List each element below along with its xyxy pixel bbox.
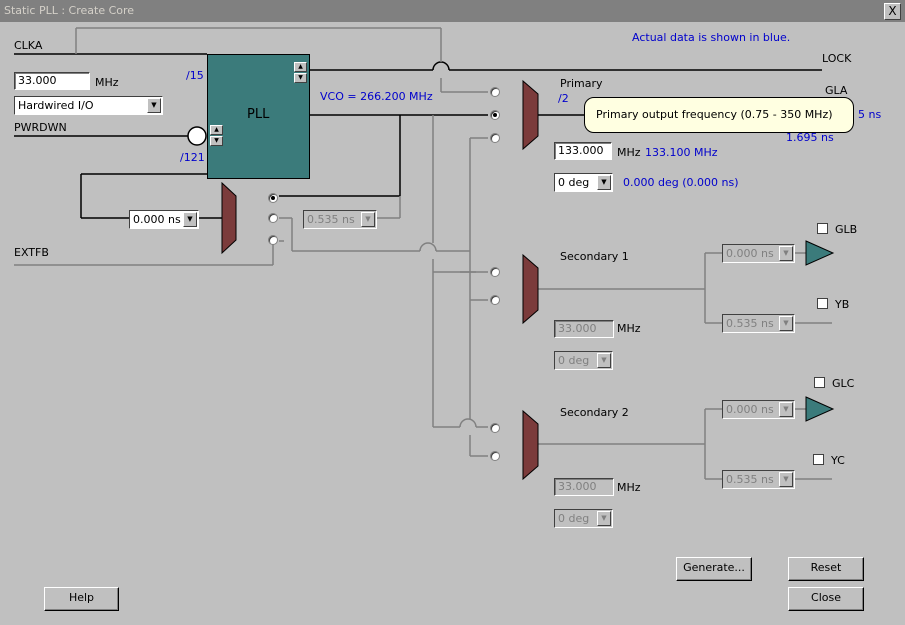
primary-mux	[522, 79, 539, 151]
primary-source-radio-1[interactable]	[490, 87, 500, 97]
primary-frequency-tooltip: Primary output frequency (0.75 - 350 MHz…	[584, 97, 854, 133]
primary-source-radio-3[interactable]	[490, 133, 500, 143]
feedback-select-radio-external[interactable]	[268, 235, 278, 245]
pll-block	[207, 54, 310, 179]
vco-frequency-label: VCO = 266.200 MHz	[320, 90, 433, 103]
secondary2-source-radio-2[interactable]	[490, 451, 500, 461]
glb-delay-select[interactable]: 0.000 ns ▼	[722, 244, 795, 263]
feedback-select-radio-delayed[interactable]	[268, 213, 278, 223]
chevron-down-icon[interactable]: ▼	[147, 98, 161, 113]
chevron-down-icon[interactable]: ▼	[597, 353, 611, 368]
chevron-down-icon[interactable]: ▼	[779, 472, 793, 487]
glc-checkbox[interactable]	[814, 377, 825, 388]
glb-buffer-icon	[805, 240, 835, 266]
primary-phase-select[interactable]: 0 deg ▼	[554, 173, 613, 192]
secondary2-mux	[522, 409, 539, 481]
clka-source-value: Hardwired I/O	[18, 99, 94, 112]
clka-unit-label: MHz	[95, 76, 119, 89]
primary-frequency-input[interactable]: 133.000	[554, 142, 612, 160]
secondary1-source-radio-1[interactable]	[490, 267, 500, 277]
secondary1-unit-label: MHz	[617, 322, 641, 335]
primary-label: Primary	[560, 77, 603, 90]
glb-delay-value: 0.000 ns	[726, 247, 774, 260]
chevron-down-icon[interactable]: ▼	[779, 246, 793, 261]
chevron-down-icon[interactable]: ▼	[597, 511, 611, 526]
secondary1-phase-select[interactable]: 0 deg ▼	[554, 351, 613, 370]
glc-buffer-icon	[805, 396, 835, 422]
feedback-divider-label: /121	[180, 151, 205, 164]
glc-label: GLC	[832, 377, 855, 390]
gla-label: GLA	[825, 84, 848, 97]
yc-checkbox[interactable]	[813, 454, 824, 465]
window-title: Static PLL : Create Core	[4, 4, 135, 17]
secondary1-mux	[522, 253, 539, 325]
pll-label: PLL	[247, 107, 270, 122]
title-bar	[0, 0, 905, 22]
feedback-delay-value: 0.000 ns	[133, 213, 181, 226]
primary-actual-frequency: 133.100 MHz	[645, 146, 718, 159]
primary-phase-value: 0 deg	[558, 176, 590, 189]
feedback-div-down-spinner[interactable]: ▼	[210, 136, 223, 146]
primary-divider-label: /2	[558, 92, 569, 105]
clka-frequency-input[interactable]: 33.000	[14, 72, 90, 90]
feedback-select-radio-internal[interactable]	[268, 193, 278, 203]
secondary1-source-radio-2[interactable]	[490, 295, 500, 305]
feedback-div-up-spinner[interactable]: ▲	[210, 125, 223, 135]
secondary2-phase-select[interactable]: 0 deg ▼	[554, 509, 613, 528]
secondary2-phase-value: 0 deg	[558, 512, 590, 525]
glc-delay-select[interactable]: 0.000 ns ▼	[722, 400, 795, 419]
secondary2-unit-label: MHz	[617, 481, 641, 494]
yb-delay-select[interactable]: 0.535 ns ▼	[722, 314, 795, 333]
yb-delay-value: 0.535 ns	[726, 317, 774, 330]
secondary1-frequency-input[interactable]: 33.000	[554, 320, 614, 338]
chevron-down-icon[interactable]: ▼	[779, 402, 793, 417]
glb-checkbox[interactable]	[817, 223, 828, 234]
pwrdwn-inverter-bubble	[187, 126, 207, 146]
primary-phase-actual: 0.000 deg (0.000 ns)	[623, 176, 739, 189]
primary-unit-label: MHz	[617, 146, 641, 159]
close-button[interactable]: Close	[788, 587, 864, 611]
chevron-down-icon[interactable]: ▼	[183, 212, 197, 227]
glc-delay-value: 0.000 ns	[726, 403, 774, 416]
yc-label: YC	[831, 454, 845, 467]
primary-source-radio-2[interactable]	[490, 110, 500, 120]
secondary1-label: Secondary 1	[560, 250, 629, 263]
secondary2-label: Secondary 2	[560, 406, 629, 419]
clka-source-select[interactable]: Hardwired I/O ▼	[14, 96, 163, 115]
feedback-delay-select[interactable]: 0.000 ns ▼	[129, 210, 199, 229]
actual-data-note: Actual data is shown in blue.	[632, 31, 791, 44]
secondary2-source-radio-1[interactable]	[490, 423, 500, 433]
gla-delay-partial-label: 5 ns	[858, 108, 882, 121]
reset-button[interactable]: Reset	[788, 557, 864, 581]
generate-button[interactable]: Generate...	[676, 557, 752, 581]
clka-label: CLKA	[14, 39, 43, 52]
yb-checkbox[interactable]	[817, 298, 828, 309]
pwrdwn-label: PWRDWN	[14, 121, 67, 134]
output-div-up-spinner[interactable]: ▲	[294, 62, 307, 72]
extfb-label: EXTFB	[14, 246, 49, 259]
chevron-down-icon[interactable]: ▼	[779, 316, 793, 331]
secondary1-phase-value: 0 deg	[558, 354, 590, 367]
glb-label: GLB	[835, 223, 858, 236]
yc-delay-select[interactable]: 0.535 ns ▼	[722, 470, 795, 489]
secondary2-frequency-input[interactable]: 33.000	[554, 478, 614, 496]
feedback-delay2-select[interactable]: 0.535 ns ▼	[303, 210, 377, 229]
input-divider-label: /15	[186, 69, 204, 82]
feedback-mux	[221, 181, 237, 255]
close-window-button[interactable]: X	[884, 3, 901, 20]
feedback-delay2-value: 0.535 ns	[307, 213, 355, 226]
yb-label: YB	[835, 298, 850, 311]
output-div-down-spinner[interactable]: ▼	[294, 73, 307, 83]
yc-delay-value: 0.535 ns	[726, 473, 774, 486]
chevron-down-icon[interactable]: ▼	[361, 212, 375, 227]
lock-label: LOCK	[822, 52, 852, 65]
chevron-down-icon[interactable]: ▼	[597, 175, 611, 190]
help-button[interactable]: Help	[44, 587, 119, 611]
gla-delay-actual-label: 1.695 ns	[786, 131, 834, 144]
